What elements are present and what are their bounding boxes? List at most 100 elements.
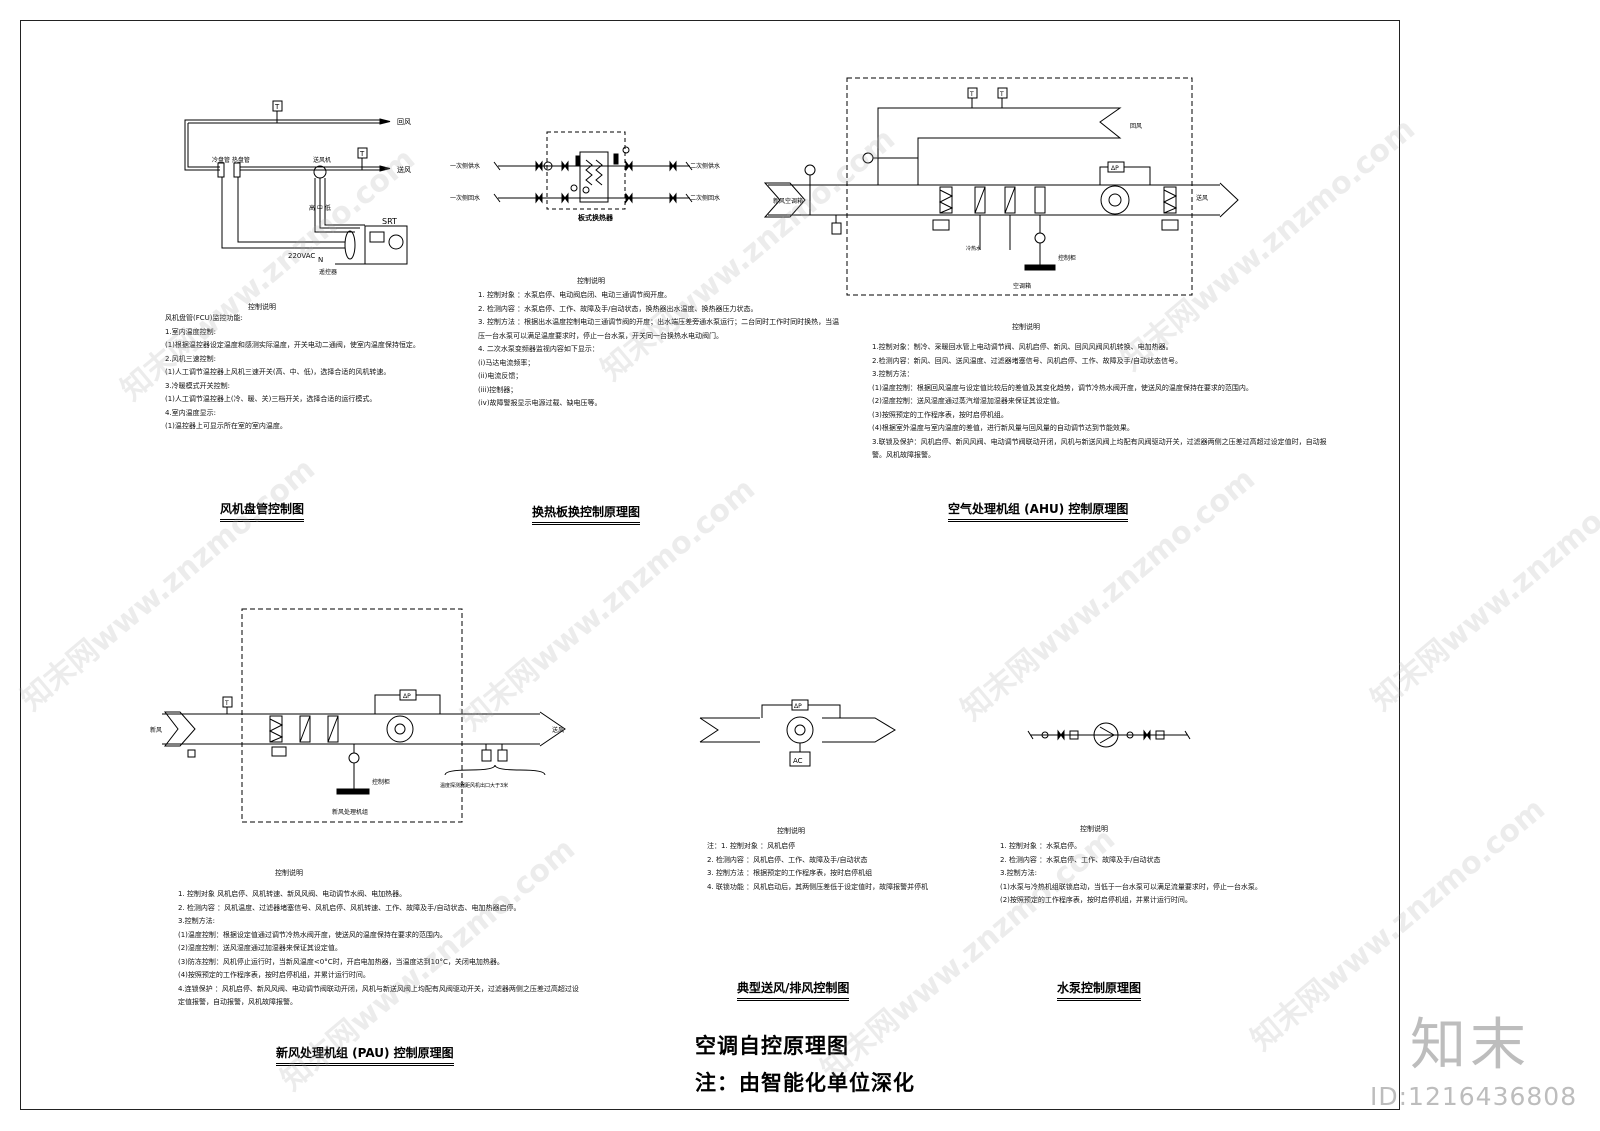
main-note: 注：由智能化单位深化 xyxy=(695,1071,915,1095)
note-line: 4. 二次水泵变频器监视内容如下显示： xyxy=(478,345,599,353)
hx-title: 换热板换控制原理图 xyxy=(532,503,641,525)
note-line: (1)温度控制：根据设定值通过调节冷热水阀开度，使送风的温度保持在要求的范围内。 xyxy=(178,930,447,939)
ahu-title: 空气处理机组 (AHU) 控制原理图 xyxy=(948,500,1129,522)
ahu-dp-label: ΔP xyxy=(1111,165,1119,172)
fan-diagram xyxy=(699,699,896,767)
ahu-return-label: 回风 xyxy=(1130,123,1142,130)
fan-ac-label: AC xyxy=(793,757,803,765)
hx-diagram xyxy=(493,131,693,210)
drawing-frame xyxy=(20,20,1400,1110)
hx-primary-supply: 一次侧供水 xyxy=(450,162,480,170)
fcu-title: 风机盘管控制图 xyxy=(220,500,305,522)
hx-primary-return: 一次侧回水 xyxy=(450,194,480,202)
ahu-supply-label: 送风 xyxy=(1196,194,1208,202)
note-line: 3. 控制方法 ：根据出水温度控制电动三通调节阀的开度；出水端压差旁通水泵运行；… xyxy=(478,318,840,326)
fcu-notes: 风机盘管(FCU)监控功能:1.室内温度控制:(1)根据温控器设定温度和感测实际… xyxy=(165,312,420,434)
note-line: (2)按照预定的工作程序表，按时启停机组，并累计运行时间。 xyxy=(1000,896,1192,904)
note-line: 1. 控制对象 ：水泵启停。 xyxy=(1000,842,1082,850)
note-line: (3)防冻控制：风机停止运行时，当新风温度<0°C时，开启电加热器，当温度达到1… xyxy=(178,957,504,966)
ahu-notes-title: 控制说明 xyxy=(1012,323,1040,331)
fcu-srt-label: SRT xyxy=(382,217,397,226)
note-line: 2. 检测内容 ：水泵启停、工作、故障及手/自动状态，换热器出水温度、换热器压力… xyxy=(478,304,758,313)
pau-ctrl-label: 控制柜 xyxy=(372,778,390,786)
hx-plate-label: 板式换热器 xyxy=(578,213,614,222)
ahu-ctrl-label: 控制柜 xyxy=(1058,254,1076,262)
hx-notes-title: 控制说明 xyxy=(577,277,605,285)
ahu-t-label-1: T xyxy=(969,91,974,98)
note-line: (3)按照预定的工作程序表，按时启停机组。 xyxy=(872,410,1008,419)
note-line: 4. 联锁功能 ：风机启动后，其两侧压差低于设定值时，故障报警并停机 xyxy=(707,882,929,891)
pau-fresh-label: 新风 xyxy=(150,726,162,734)
note-line: 2. 检测内容 ：风机温度、过滤器堵塞信号、风机启停、风机转速、工作、故障及手/… xyxy=(178,903,521,912)
note-line: (1)温控器上可显示所在室的室内温度。 xyxy=(165,422,287,430)
pau-box-label: 新风处理机组 xyxy=(332,808,368,816)
fcu-speed-label: 高 中 低 xyxy=(309,204,331,212)
note-line: 4.室内温度显示: xyxy=(165,408,217,417)
note-line: (iv)故障警报显示电源过载、缺电压等。 xyxy=(478,399,602,407)
note-line: (iii)控制器； xyxy=(478,385,518,394)
ahu-diagram xyxy=(763,77,1239,296)
pau-title: 新风处理机组 (PAU) 控制原理图 xyxy=(276,1044,454,1066)
note-line: (2)湿度控制：送风湿度通过加湿器来保证其设定值。 xyxy=(178,944,342,952)
note-line: 3.控制方法： xyxy=(872,370,914,378)
note-line: (1)人工调节温控器上(冷、暖、关)三档开关，选择合适的运行模式。 xyxy=(165,395,377,403)
note-line: 3.联锁及保护：风机启停、新风风阀、电动调节阀联动开闭，风机与新送风阀上均配有风… xyxy=(872,437,1327,446)
fcu-coil-label: 冷盘管 热盘管 xyxy=(212,156,250,164)
hx-secondary-return: 二次侧回水 xyxy=(690,194,720,202)
fan-notes-title: 控制说明 xyxy=(777,827,805,835)
note-line: 3. 控制方法 ：根据预定的工作程序表，按时启停机组 xyxy=(707,869,873,877)
svg-text:T: T xyxy=(359,150,365,158)
pump-diagram xyxy=(1027,722,1191,748)
svg-text:T: T xyxy=(274,103,280,111)
note-line: 定值报警，自动报警，风机故障报警。 xyxy=(178,998,297,1006)
ahu-notes: 1.控制对象：制冷、采暖回水管上电动调节阀、风机启停、新风、回风风阀风机转换、电… xyxy=(872,341,1327,463)
note-line: 1. 控制对象 风机启停、风机转速、新风风阀、电动调节水阀、电加热器。 xyxy=(178,890,407,898)
note-line: 风机盘管(FCU)监控功能: xyxy=(165,314,243,322)
fcu-notes-title: 控制说明 xyxy=(248,303,276,311)
pau-diagram xyxy=(162,608,566,823)
fan-title: 典型送风/排风控制图 xyxy=(737,979,850,1001)
fcu-remote-label: 遥控器 xyxy=(319,268,337,276)
ahu-fresh-label: 新风空调箱 xyxy=(773,197,803,205)
note-line: 2. 检测内容 ：水泵启停、工作、故障及手/自动状态 xyxy=(1000,855,1161,864)
note-line: 1.室内温度控制: xyxy=(165,327,217,336)
ahu-box-label: 空调箱 xyxy=(1013,282,1031,290)
pau-dp-label: ΔP xyxy=(403,693,411,700)
fan-dp-label: ΔP xyxy=(794,703,802,710)
pau-t-label: T xyxy=(224,700,229,707)
note-line: 3.控制方法: xyxy=(178,917,216,925)
note-line: (4)根据室外温度与室内温度的差值，进行新风量与回风量的自动调节达到节能效果。 xyxy=(872,424,1134,432)
pau-notes: 1. 控制对象 风机启停、风机转速、新风风阀、电动调节水阀、电加热器。 2. 检测… xyxy=(178,888,579,1010)
fcu-power-label: 220VAC xyxy=(288,252,315,260)
note-line: 4.连锁保护 ：风机启停、新风风阀、电动调节阀联动开闭，风机与新送风阀上均配有风… xyxy=(178,984,579,993)
note-line: 1.控制对象：制冷、采暖回水管上电动调节阀、风机启停、新风、回风风阀风机转换、电… xyxy=(872,343,1173,351)
note-line: 1. 控制对象 ：水泵启停、电动阀启闭、电动三通调节阀开度。 xyxy=(478,291,672,299)
note-line: 压一台水泵可以满足温度要求时，停止一台水泵，开关同一台换热水电动阀门。 xyxy=(478,331,723,340)
pau-supply-label: 送风 xyxy=(552,726,564,734)
pau-remark-label: 温度探测器距风机出口大于3米 xyxy=(440,782,508,789)
pump-notes-title: 控制说明 xyxy=(1080,825,1108,833)
fcu-supply-label: 送风 xyxy=(397,165,411,174)
note-line: (1)人工调节温控器上风机三速开关(高、中、低)，选择合适的风机转速。 xyxy=(165,368,391,376)
hx-secondary-supply: 二次侧供水 xyxy=(690,162,720,170)
note-line: (i)马达电流频率； xyxy=(478,358,535,367)
ahu-water-label: 冷热水 xyxy=(966,245,981,252)
main-title: 空调自控原理图 xyxy=(695,1034,849,1058)
note-line: 3.冷暖模式开关控制: xyxy=(165,381,231,390)
brand-logo-text: 知末 xyxy=(1410,1013,1530,1078)
fcu-diagram: T T xyxy=(184,100,408,265)
note-line: 注：1. 控制对象 ：风机启停 xyxy=(707,842,796,850)
ahu-t-label-2: T xyxy=(999,91,1004,98)
fcu-fan-label: 送风机 xyxy=(313,156,331,164)
note-line: 2.检测内容：新风、回风、送风温度、过滤器堵塞信号、风机启停、工作、故障及手/自… xyxy=(872,356,1183,365)
note-line: (2)湿度控制：送风湿度通过蒸汽增湿加湿器来保证其设定值。 xyxy=(872,397,1064,405)
pump-notes: 1. 控制对象 ：水泵启停。 2. 检测内容 ：水泵启停、工作、故障及手/自动状态… xyxy=(1000,840,1262,908)
note-line: 2.风机三速控制: xyxy=(165,354,217,363)
hx-notes: 1. 控制对象 ：水泵启停、电动阀启闭、电动三通调节阀开度。 2. 检测内容 ：水… xyxy=(478,289,839,411)
pump-title: 水泵控制原理图 xyxy=(1057,979,1142,1001)
brand-id: ID:1216436808 xyxy=(1370,1082,1578,1111)
note-line: (4)按照预定的工作程序表，按时启停机组，并累计运行时间。 xyxy=(178,971,370,979)
fcu-return-label: 回风 xyxy=(397,118,411,126)
